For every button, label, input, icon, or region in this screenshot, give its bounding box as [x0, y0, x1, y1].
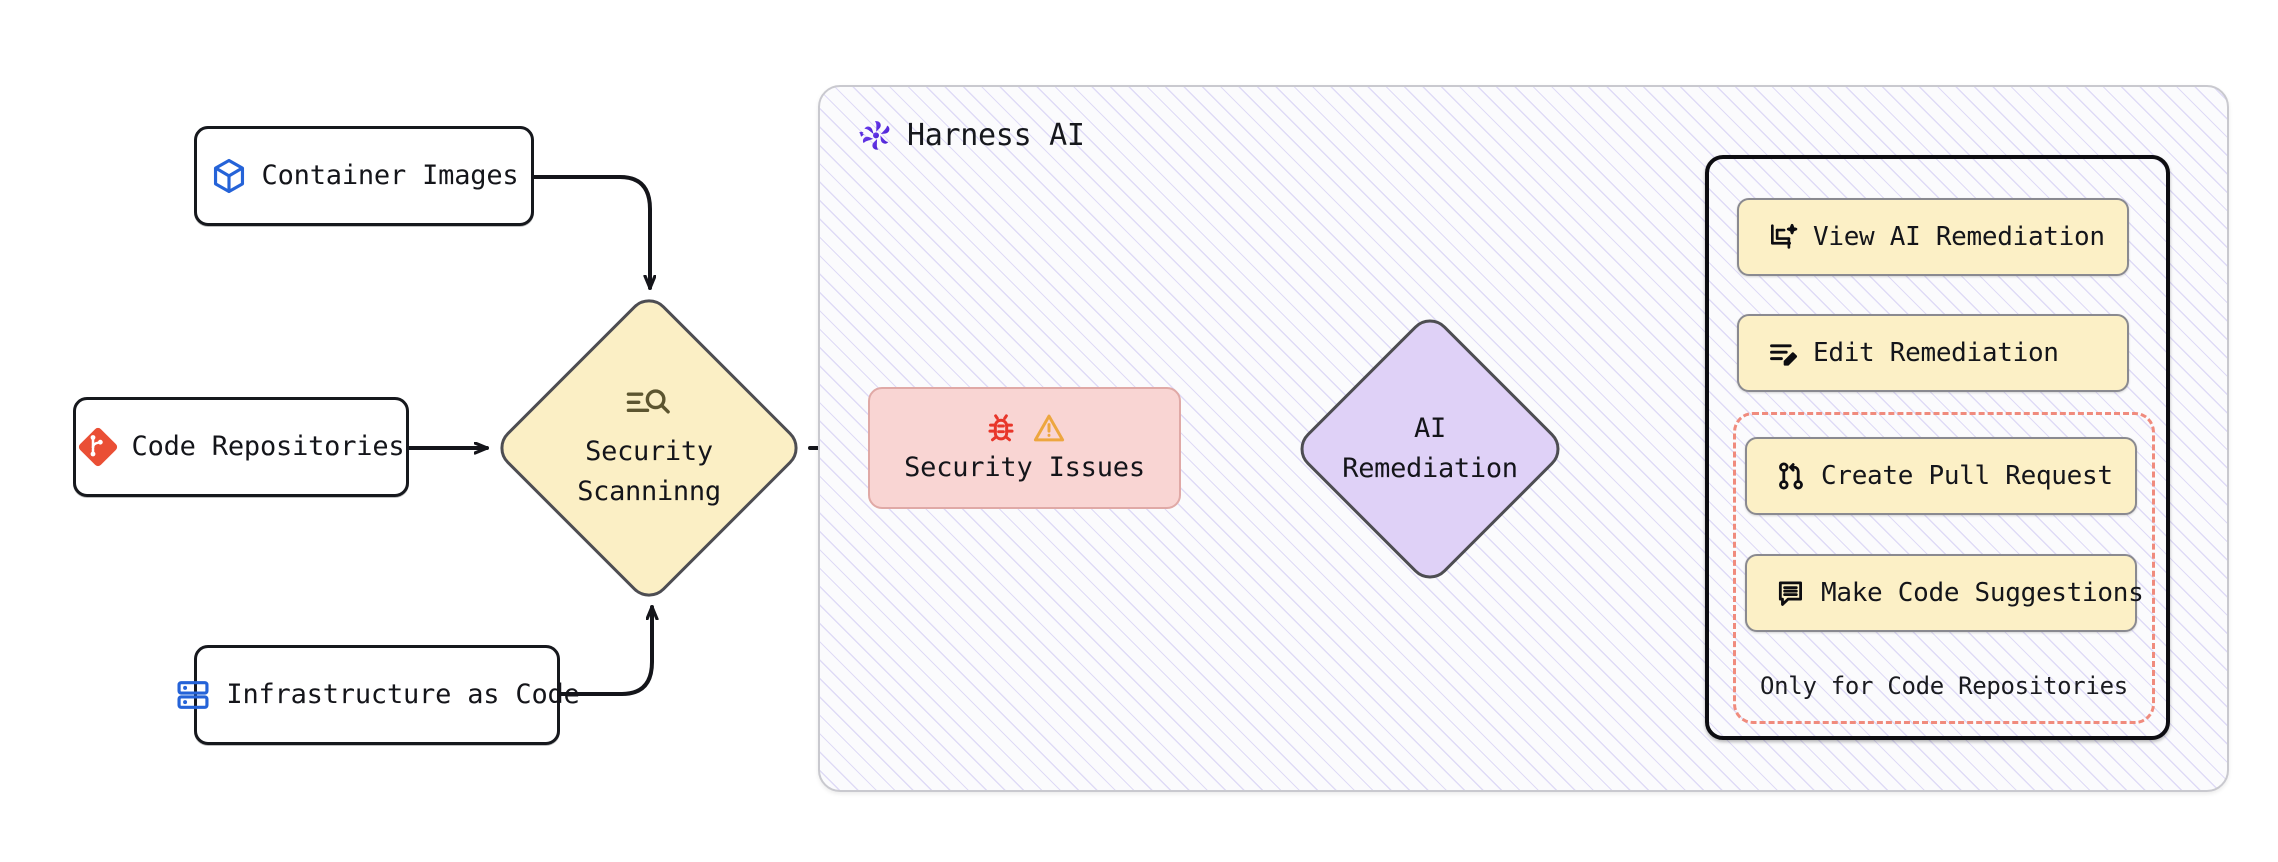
security-issues-label: Security Issues — [904, 451, 1145, 483]
remediation-actions-container — [1705, 155, 2170, 740]
action-label: Make Code Suggestions — [1821, 578, 2144, 608]
edge-infrastructure-to-scanning — [558, 605, 652, 696]
action-edit-remediation[interactable]: Edit Remediation — [1737, 314, 2129, 392]
source-node-label: Container Images — [261, 159, 519, 191]
source-node-label: Code Repositories — [131, 430, 405, 462]
security-issues-node[interactable]: Security Issues — [868, 387, 1181, 509]
harness-ai-title: Harness AI — [858, 117, 1085, 153]
action-view-ai-remediation[interactable]: View AI Remediation — [1737, 198, 2129, 276]
action-create-pull-request[interactable]: Create Pull Request — [1745, 437, 2137, 515]
security-scanning-node[interactable]: Security Scanninng — [487, 290, 811, 606]
warning-triangle-icon — [1032, 411, 1066, 445]
cube-icon — [210, 157, 248, 195]
source-node-container-images[interactable]: Container Images — [194, 126, 534, 226]
source-node-infrastructure-as-code[interactable]: Infrastructure as Code — [177, 645, 580, 745]
security-scanning-line1: Security — [585, 436, 713, 468]
action-label: View AI Remediation — [1813, 222, 2105, 252]
action-label: Create Pull Request — [1821, 461, 2113, 491]
ai-remediation-node[interactable]: AI Remediation — [1270, 309, 1590, 588]
ai-remediation-line1: AI — [1414, 413, 1446, 445]
ai-remediation-line2: Remediation — [1342, 452, 1518, 484]
comment-lines-icon — [1775, 577, 1807, 609]
ai-remediation-content: AI Remediation — [1342, 409, 1518, 487]
edge-container-images-to-scanning — [532, 175, 650, 290]
source-node-code-repositories[interactable]: Code Repositories — [73, 397, 409, 497]
scan-search-icon — [624, 385, 674, 421]
server-icon — [174, 676, 212, 714]
git-icon — [78, 427, 118, 467]
harness-ai-title-label: Harness AI — [907, 117, 1085, 153]
git-pull-request-icon — [1775, 460, 1807, 492]
ai-document-sparkle-icon — [1767, 221, 1799, 253]
action-label: Edit Remediation — [1813, 338, 2059, 368]
code-repositories-only-group — [1733, 412, 2155, 724]
security-scanning-line2: Scanninng — [577, 475, 721, 507]
security-scanning-content: Security Scanninng — [577, 385, 721, 510]
bug-icon — [984, 411, 1018, 445]
list-pencil-icon — [1767, 337, 1799, 369]
source-node-label: Infrastructure as Code — [226, 678, 580, 710]
harness-pinwheel-icon — [858, 117, 894, 153]
action-make-code-suggestions[interactable]: Make Code Suggestions — [1745, 554, 2144, 632]
code-repositories-only-caption: Only for Code Repositories — [1760, 672, 2128, 700]
